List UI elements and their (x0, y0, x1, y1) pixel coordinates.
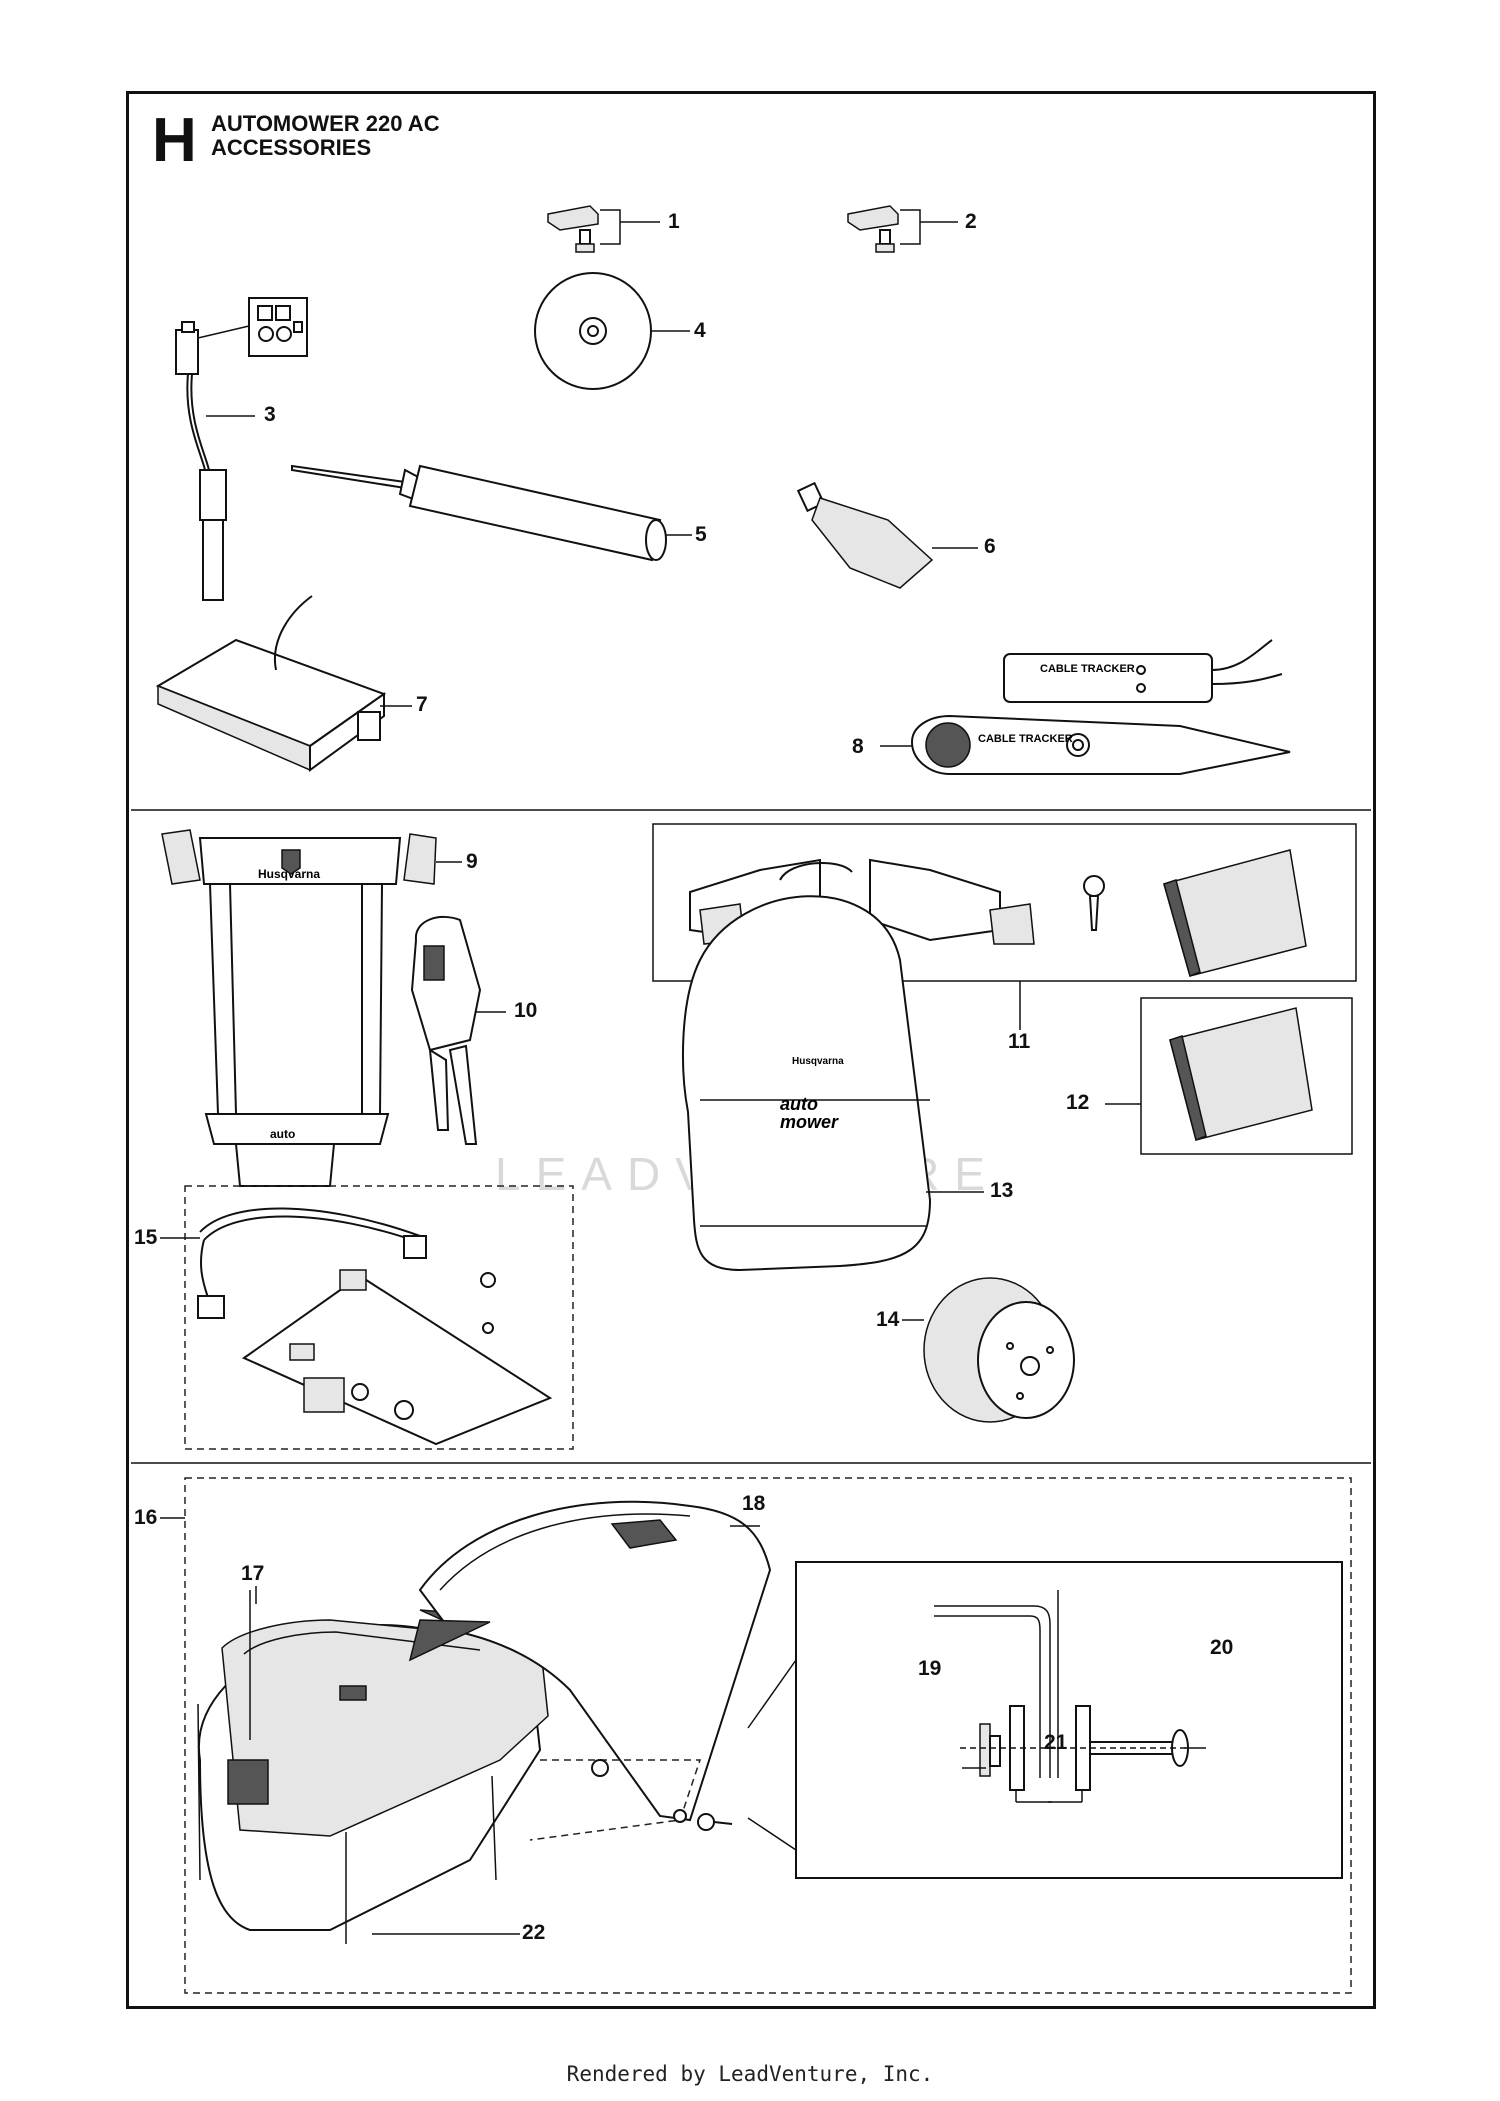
callout-8[interactable]: 8 (852, 735, 864, 758)
part-charging-contact[interactable] (410, 915, 506, 1145)
callout-17[interactable]: 17 (241, 1562, 265, 1585)
kit-15-box (184, 1185, 574, 1450)
bag-logo-line2: mower (780, 1112, 839, 1132)
cable-tracker-label-2: CABLE TRACKER (978, 733, 1073, 745)
callout-14[interactable]: 14 (876, 1308, 900, 1331)
frame-brand-label: Husqvarna (258, 867, 320, 881)
part-sealant-cartridge[interactable] (291, 464, 692, 562)
callout-16[interactable]: 16 (134, 1506, 158, 1529)
frame-logo-label: auto (270, 1127, 295, 1141)
part-front-frame[interactable]: Husqvarna auto (161, 829, 462, 1187)
part-grease-tube[interactable] (796, 481, 978, 589)
callout-6[interactable]: 6 (984, 535, 996, 558)
part-blade-kit-2[interactable] (847, 205, 958, 253)
callout-13[interactable]: 13 (990, 1179, 1014, 1202)
callout-1[interactable]: 1 (668, 210, 680, 233)
part-wheel[interactable] (902, 1277, 1075, 1423)
callout-20[interactable]: 20 (1210, 1636, 1234, 1659)
callout-15[interactable]: 15 (134, 1226, 158, 1249)
callout-9[interactable]: 9 (466, 850, 478, 873)
page-title-line1: AUTOMOWER 220 AC (211, 111, 440, 136)
page-title-line2: ACCESSORIES (211, 135, 372, 160)
callout-5[interactable]: 5 (695, 523, 707, 546)
bag-brand-label: Husqvarna (792, 1056, 844, 1067)
part-cd-disc[interactable] (534, 272, 690, 390)
callout-2[interactable]: 2 (965, 210, 977, 233)
footer-credit: Rendered by LeadVenture, Inc. (566, 2062, 934, 2086)
callout-22[interactable]: 22 (522, 1921, 546, 1944)
kit-11-box (652, 823, 1357, 982)
section-letter: H (152, 106, 197, 175)
part-blade-kit-1[interactable] (547, 205, 660, 253)
callout-21[interactable]: 21 (1044, 1731, 1068, 1754)
callout-18[interactable]: 18 (742, 1492, 766, 1515)
part-cable-tracker[interactable]: CABLE TRACKER CABLE TRACKER (880, 639, 1291, 775)
bag-logo-line1: auto (780, 1094, 818, 1114)
callout-3[interactable]: 3 (264, 403, 276, 426)
part-charging-plate[interactable] (155, 595, 412, 772)
callout-19[interactable]: 19 (918, 1657, 942, 1680)
part-body-assembly[interactable] (160, 1477, 1352, 1994)
kit-16-box (184, 1477, 1352, 1994)
detail-inset-box (795, 1561, 1343, 1879)
part-brush[interactable] (1105, 997, 1353, 1155)
callout-7[interactable]: 7 (416, 693, 428, 716)
part-usb-cable[interactable] (175, 297, 308, 601)
callout-12[interactable]: 12 (1066, 1091, 1090, 1114)
callout-11[interactable]: 11 (1008, 1030, 1031, 1053)
kit-12-box (1140, 997, 1353, 1155)
detail-inset (747, 1561, 1343, 1879)
cable-tracker-label-1: CABLE TRACKER (1040, 663, 1135, 675)
diagram-frame (126, 91, 1376, 2009)
part-circuit-board[interactable] (160, 1185, 574, 1450)
part-storage-bag[interactable]: auto mower Husqvarna (682, 862, 984, 1272)
callout-4[interactable]: 4 (694, 319, 706, 342)
callout-10[interactable]: 10 (514, 999, 538, 1022)
